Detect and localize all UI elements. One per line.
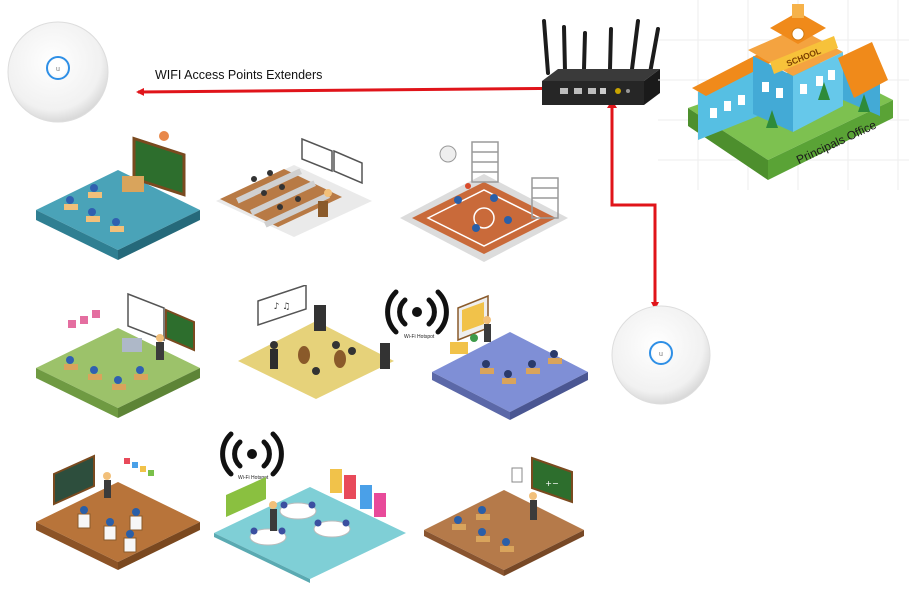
room-music: ♪ ♫ <box>236 285 396 400</box>
room-math: +− <box>422 452 586 578</box>
school-building: SCHOOL Principals Office <box>658 0 909 190</box>
room-geography <box>430 288 590 423</box>
room-gym-court <box>398 138 570 270</box>
link-router-to-right-ap <box>610 101 659 310</box>
access-point-left: u <box>6 20 110 124</box>
access-point-right: u <box>610 304 712 406</box>
svg-text:♪ ♫: ♪ ♫ <box>274 302 291 312</box>
room-classroom <box>34 128 204 263</box>
room-art <box>34 450 202 572</box>
svg-text:+−: +− <box>545 479 558 488</box>
link-router-to-left-ap <box>136 86 601 96</box>
router-icon <box>540 15 662 115</box>
room-science-lab <box>34 290 202 420</box>
wifi-hotspot-icon-1: Wi-Fi Hotspot <box>378 288 456 346</box>
access-points-label: WIFI Access Points Extenders <box>155 68 323 82</box>
wifi-hotspot-icon-2: Wi-Fi Hotspot <box>212 430 292 488</box>
svg-text:u: u <box>56 66 60 73</box>
svg-text:u: u <box>659 351 663 358</box>
room-library <box>212 465 408 583</box>
wifi-hotspot-label-1: Wi-Fi Hotspot <box>404 334 435 340</box>
wifi-hotspot-label-2: Wi-Fi Hotspot <box>238 475 269 481</box>
room-lecture-hall <box>214 135 374 240</box>
